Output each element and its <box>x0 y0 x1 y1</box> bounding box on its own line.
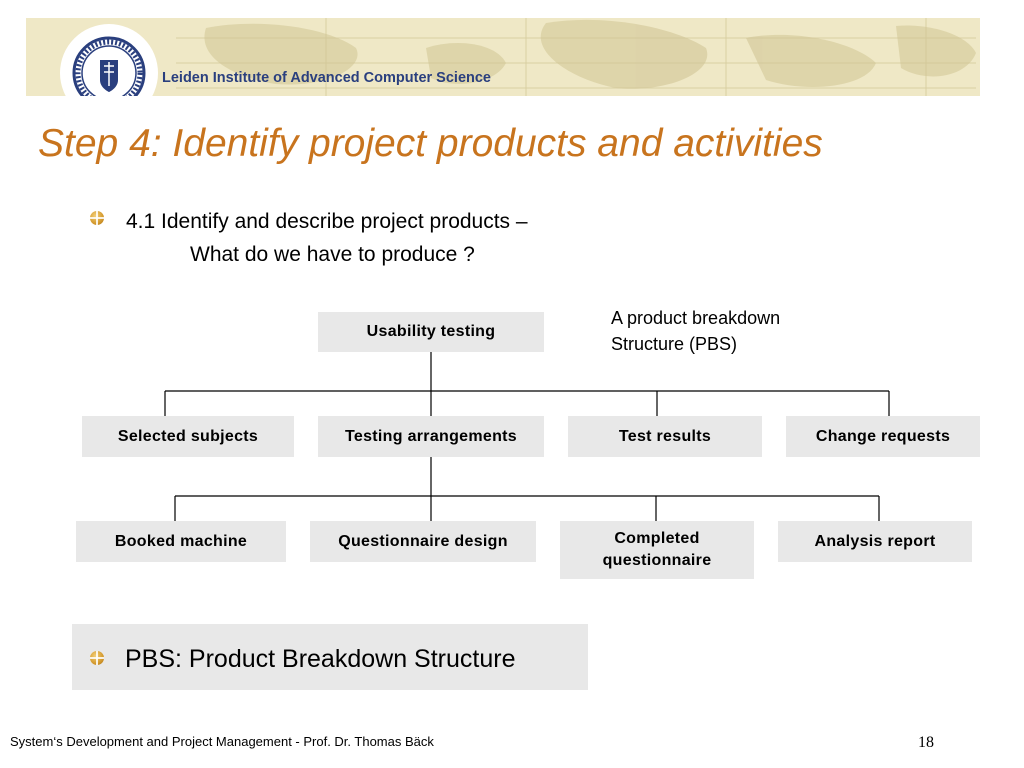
pbs-node-root: Usability testing <box>318 312 544 352</box>
pbs-node-testing-arrangements: Testing arrangements <box>318 416 544 457</box>
bullet-icon <box>90 211 104 225</box>
pbs-caption-line-1: A product breakdown <box>611 308 781 328</box>
bullet-line-1: 4.1 Identify and describe project produc… <box>126 210 528 233</box>
slide-title: Step 4: Identify project products and ac… <box>38 122 823 165</box>
institute-name: Leiden Institute of Advanced Computer Sc… <box>162 70 491 86</box>
pbs-node-test-results: Test results <box>568 416 762 457</box>
pbs-node-completed-questionnaire: Completed questionnaire <box>560 521 754 579</box>
bullet-line-2: What do we have to produce ? <box>190 243 475 266</box>
pbs-node-analysis-report: Analysis report <box>778 521 972 562</box>
bullet-text-products: 4.1 Identify and describe project produc… <box>126 205 528 271</box>
pbs-caption: A product breakdown Structure (PBS) <box>611 305 780 357</box>
pbs-caption-line-2: Structure (PBS) <box>611 334 738 354</box>
bullet-icon <box>90 651 104 665</box>
header-banner: Leiden Institute of Advanced Computer Sc… <box>26 18 980 96</box>
footer-text: System‘s Development and Project Managem… <box>10 734 434 749</box>
pbs-node-booked-machine: Booked machine <box>76 521 286 562</box>
university-seal-logo <box>60 24 158 96</box>
pbs-definition-text: PBS: Product Breakdown Structure <box>125 645 516 673</box>
page-number: 18 <box>918 734 934 751</box>
world-map-background <box>176 18 976 96</box>
pbs-node-selected-subjects: Selected subjects <box>82 416 294 457</box>
pbs-definition-box <box>72 624 588 690</box>
pbs-node-questionnaire-design: Questionnaire design <box>310 521 536 562</box>
pbs-node-change-requests: Change requests <box>786 416 980 457</box>
